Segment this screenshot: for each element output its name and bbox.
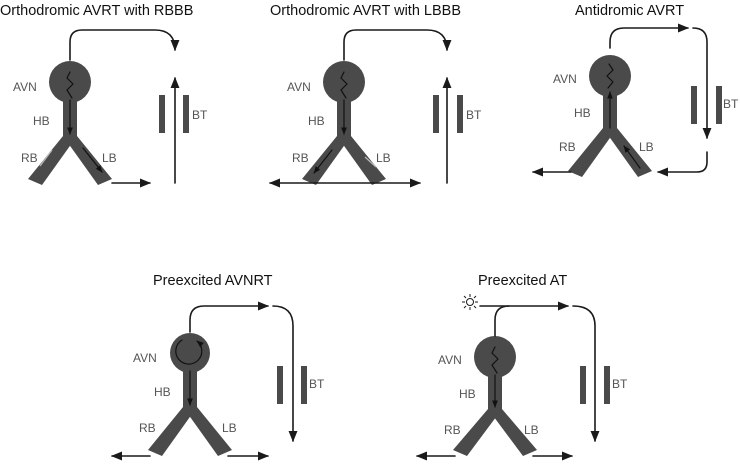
lb-conduction-arrow — [82, 147, 103, 173]
left-bundle-branch — [337, 136, 386, 185]
bt-label: BT — [612, 377, 628, 391]
panel-preexcited-avnrt: Preexcited AVNRT BT AVN HB RB LB — [110, 273, 325, 461]
right-bundle-branch — [568, 128, 617, 177]
panel-orthodromic-rbbb: Orthodromic AVRT with RBBB BT AVN HB RB … — [0, 3, 208, 188]
rb-label: RB — [139, 421, 156, 435]
bt-bar-right — [301, 366, 307, 404]
right-bundle-branch — [148, 407, 197, 456]
panel-title: Antidromic AVRT — [575, 3, 684, 19]
hb-label: HB — [33, 114, 50, 128]
bt-bar-right — [716, 86, 722, 124]
lb-label: LB — [639, 140, 654, 154]
conduction-system — [28, 61, 112, 185]
bt-label: BT — [723, 97, 739, 111]
avn-label: AVN — [13, 80, 37, 94]
av-node-conduction-path — [66, 71, 74, 99]
bt-bar-right — [457, 95, 463, 133]
right-bundle-branch — [453, 409, 502, 456]
av-node — [323, 61, 365, 103]
right-bundle-branch — [28, 136, 77, 185]
bt-bar-right — [183, 95, 189, 133]
lb-retrograde-arrow — [623, 145, 641, 169]
rb-label: RB — [444, 423, 461, 437]
lb-label: LB — [376, 151, 391, 165]
hb-label: HB — [574, 106, 591, 120]
bt-label: BT — [309, 377, 325, 391]
rb-label: RB — [292, 151, 309, 165]
lb-label: LB — [524, 423, 539, 437]
rb-label: RB — [21, 151, 38, 165]
bt-bar-left — [691, 86, 697, 124]
bt-anterograde-arrow — [692, 27, 712, 140]
hb-label: HB — [459, 387, 476, 401]
atrial-path — [609, 23, 690, 49]
lb-label: LB — [222, 421, 237, 435]
bt-bar-left — [580, 366, 586, 404]
bt-anterograde-arrow — [572, 305, 600, 443]
lbbb-block-mark — [364, 156, 377, 168]
atrial-return-path — [343, 29, 452, 61]
rb-label: RB — [559, 140, 576, 154]
av-node-conduction-path — [606, 63, 614, 89]
left-bundle-branch — [488, 409, 537, 456]
av-node — [49, 61, 91, 103]
bt-bar-right — [604, 366, 610, 404]
avnrt-reentry-circuit — [175, 339, 204, 365]
rb-conduction-arrow — [313, 149, 333, 174]
bt-label: BT — [192, 108, 208, 122]
panel-title: Orthodromic AVRT with LBBB — [270, 3, 461, 19]
atrial-path — [189, 301, 270, 333]
av-node — [474, 336, 516, 378]
left-bundle-branch — [63, 136, 112, 185]
left-bundle-branch — [183, 407, 232, 456]
lb-label: LB — [102, 151, 117, 165]
panel-title: Orthodromic AVRT with RBBB — [0, 3, 193, 19]
av-node-entry-path — [494, 305, 510, 337]
avn-label: AVN — [438, 353, 462, 367]
avn-label: AVN — [553, 72, 577, 86]
hb-label: HB — [154, 385, 171, 399]
panel-title: Preexcited AVNRT — [153, 273, 273, 289]
av-node-conduction-path — [491, 346, 499, 374]
hb-label: HB — [308, 114, 325, 128]
panel-antidromic-avrt: Antidromic AVRT BT AVN HB RB LB — [531, 3, 739, 177]
bt-anterograde-arrow — [272, 305, 298, 443]
rbbb-block-mark — [39, 149, 53, 167]
ventricular-activation-arrow — [656, 151, 708, 177]
conduction-system — [148, 333, 232, 456]
bt-bar-left — [159, 95, 165, 133]
panel-orthodromic-lbbb: Orthodromic AVRT with LBBB BT AVN HB RB … — [268, 3, 482, 188]
av-node — [589, 55, 631, 97]
avn-label: AVN — [133, 351, 157, 365]
bt-bar-left — [277, 366, 283, 404]
atrial-focus-icon — [462, 294, 478, 310]
atrial-return-path — [69, 29, 180, 61]
panel-title: Preexcited AT — [478, 273, 567, 289]
avn-label: AVN — [287, 80, 311, 94]
panel-preexcited-at: Preexcited AT BT AVN HB RB — [415, 273, 628, 461]
conduction-system — [453, 336, 537, 456]
bt-label: BT — [466, 108, 482, 122]
bt-bar-left — [433, 95, 439, 133]
av-node-conduction-path — [340, 71, 348, 99]
